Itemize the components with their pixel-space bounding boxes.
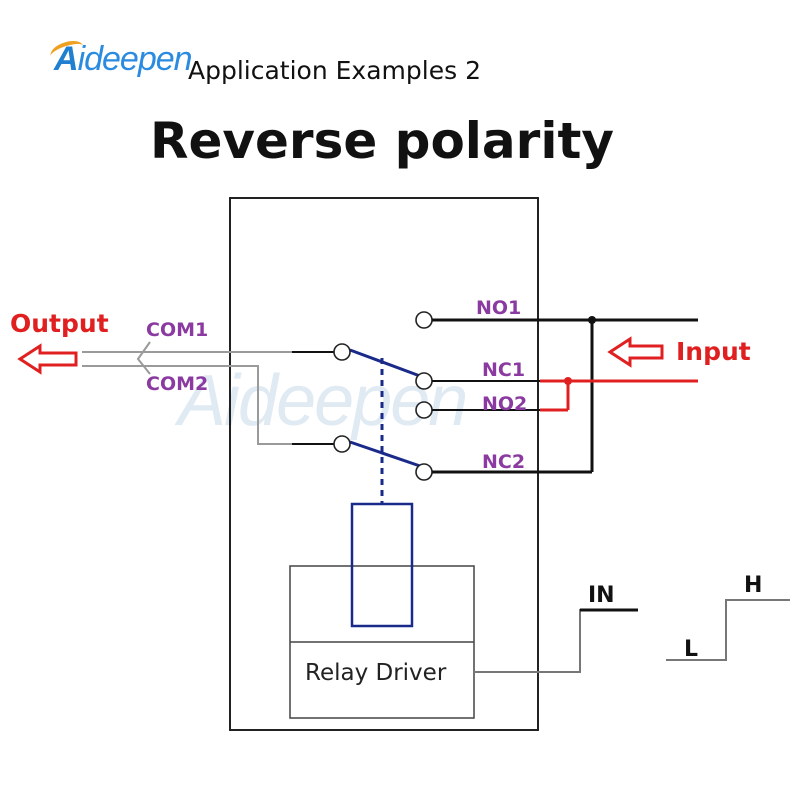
output-arrow-icon [17, 343, 78, 375]
no2-contact [415, 401, 433, 419]
com-arrow-chevron-icon [136, 341, 151, 375]
app-title: Application Examples 2 [188, 56, 481, 85]
nc2-label: NC2 [482, 451, 525, 473]
com2-label: COM2 [146, 373, 208, 395]
com1-label: COM1 [146, 319, 208, 341]
nc1-contact [415, 372, 433, 390]
no1-label: NO1 [476, 297, 521, 319]
in-signal-wire [474, 609, 638, 673]
hl-waveform [666, 599, 790, 661]
com2-wire [82, 365, 342, 445]
nc1-label: NC1 [482, 359, 525, 381]
input-arrow-icon [607, 336, 664, 368]
aideepen-logo: Aideepen [48, 37, 193, 79]
relay-module-box [229, 197, 539, 731]
red-junction [564, 377, 572, 385]
switch2-arm [349, 440, 421, 468]
h-label: H [744, 573, 762, 598]
nc2-contact [415, 463, 433, 481]
no1-contact [415, 311, 433, 329]
com2-contact [333, 435, 351, 453]
l-label: L [684, 637, 698, 662]
input-label: Input [676, 337, 751, 366]
com1-contact [333, 343, 351, 361]
logo-text: ideepen [77, 40, 193, 78]
page-title: Reverse polarity [150, 112, 614, 170]
in-label: IN [588, 583, 615, 608]
output-label: Output [10, 309, 109, 338]
black-junction [588, 316, 596, 324]
relay-driver-label: Relay Driver [305, 660, 447, 686]
relay-coil [350, 502, 414, 628]
no2-label: NO2 [482, 393, 527, 415]
switch1-arm [349, 348, 421, 378]
logo-letter: A [54, 40, 79, 78]
